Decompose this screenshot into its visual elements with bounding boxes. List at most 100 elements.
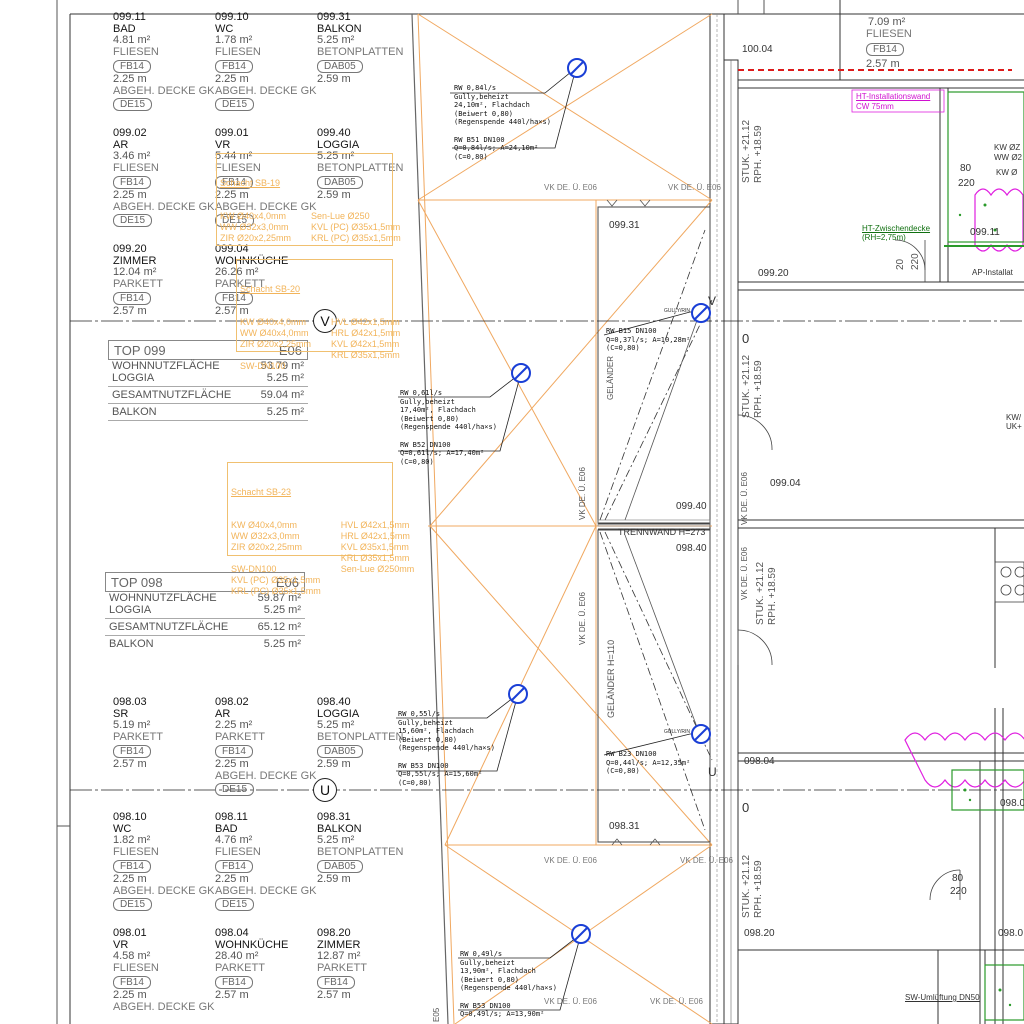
room-floor: FLIESEN bbox=[215, 162, 261, 175]
elevation-label: STUK. +21.12 bbox=[741, 119, 752, 183]
room-height: 2.59 m bbox=[317, 757, 351, 770]
summary-label: LOGGIA bbox=[112, 372, 155, 384]
room-098-01: 098.01 VR 4.58 m² FLIESEN FB14 2.25 m AB… bbox=[113, 927, 214, 1013]
room-tag: 099.40 bbox=[676, 501, 707, 512]
room-height: 2.25 m bbox=[215, 757, 249, 770]
room-number: 099.40 bbox=[317, 127, 351, 139]
room-floor: BETONPLATTEN bbox=[317, 846, 404, 859]
floor-code: DAB05 bbox=[317, 744, 363, 758]
room-ceiling: ABGEH. DECKE GK bbox=[215, 884, 317, 897]
room-099-02: 099.02 AR 3.46 m² FLIESEN FB14 2.25 m AB… bbox=[113, 127, 215, 228]
room-tag: 098.0 bbox=[998, 928, 1024, 939]
room-number: 099.31 bbox=[317, 11, 351, 23]
drain-annotation-b23: RW B23 DN100 Q=0,44l/s; A=12,35m² (C=0,8… bbox=[606, 750, 691, 776]
floor-code: DAB05 bbox=[317, 175, 363, 189]
room-number: 098.40 bbox=[317, 696, 351, 708]
room-number: 099.02 bbox=[113, 127, 147, 139]
room-ceiling: ABGEH. DECKE GK bbox=[215, 200, 317, 213]
ceiling-edge-label: VK DE. Ü. E06 bbox=[650, 997, 703, 1006]
room-area: 5.44 m² bbox=[215, 150, 253, 163]
room-area: 5.19 m² bbox=[113, 719, 151, 732]
floor-code: DAB05 bbox=[317, 859, 363, 873]
room-number: 099.01 bbox=[215, 127, 249, 139]
room-floor: FLIESEN bbox=[113, 962, 159, 975]
axis-marker-v: V bbox=[313, 309, 337, 333]
floor-code: FB14 bbox=[215, 59, 253, 73]
room-name: LOGGIA bbox=[317, 707, 360, 720]
summary-label: BALKON bbox=[112, 406, 157, 418]
summary-value: 65.12 m² bbox=[257, 621, 301, 633]
level-zero-label: 0 bbox=[742, 331, 750, 346]
ceiling-edge-label: VK DE. Ü. E06 bbox=[544, 183, 597, 192]
room-tag: 099.11 bbox=[970, 227, 1000, 238]
ceiling-edge-label: VK DE. Ü. E06 bbox=[544, 856, 597, 865]
apartment-summary-header: TOP 099 E06 bbox=[108, 340, 308, 360]
room-number: 098.10 bbox=[113, 811, 147, 823]
room-floor: PARKETT bbox=[113, 278, 163, 291]
summary-label: WOHNNUTZFLÄCHE bbox=[109, 592, 217, 604]
room-099-01: 099.01 VR 5.44 m² FLIESEN FB14 2.25 m AB… bbox=[215, 127, 317, 228]
room-area: 12.04 m² bbox=[113, 266, 157, 279]
drain-annotation-b51: RW 0,84l/s Gully,beheizt 24,10m², Flachd… bbox=[454, 84, 551, 161]
pipe-label: UK+ bbox=[1006, 422, 1022, 431]
room-area: 5.25 m² bbox=[317, 150, 355, 163]
floor-code: DAB05 bbox=[317, 59, 363, 73]
shaft-specs: KW Ø40x4,0mm WW Ø32x3,0mm ZIR Ø20x2,25mm… bbox=[231, 520, 414, 597]
summary-label: GESAMTNUTZFLÄCHE bbox=[109, 621, 229, 633]
room-tag: 099.20 bbox=[758, 268, 789, 279]
room-number: 098.31 bbox=[317, 811, 351, 823]
ceiling-edge-label-vertical: VK DE. Ü. E06 bbox=[578, 592, 587, 645]
room-area: 5.25 m² bbox=[317, 34, 355, 47]
room-name: WC bbox=[113, 822, 132, 835]
ceiling-edge-label-vertical: VK DE. Ü. E06 bbox=[740, 472, 749, 525]
room-number: 099.11 bbox=[113, 11, 146, 23]
summary-value: 53.79 m² bbox=[260, 360, 304, 372]
room-floor: PARKETT bbox=[113, 731, 163, 744]
summary-value: 5.25 m² bbox=[266, 372, 304, 384]
room-area: 5.25 m² bbox=[317, 834, 355, 847]
room-ceiling: ABGEH. DECKE GK bbox=[113, 200, 215, 213]
ceiling-edge-label: VK DE. Ü. E06 bbox=[680, 856, 733, 865]
shaft-specs: KW Ø40x4,0mm WW Ø32x3,0mm ZIR Ø20x2,25mm… bbox=[220, 211, 401, 244]
installation-wall-sub: CW 75mm bbox=[856, 102, 894, 111]
room-area: 4.76 m² bbox=[215, 834, 253, 847]
dimension-label: 20 bbox=[895, 258, 906, 270]
summary-value: 59.87 m² bbox=[257, 592, 301, 604]
room-number: 098.11 bbox=[215, 811, 248, 823]
room-floor: BETONPLATTEN bbox=[317, 46, 404, 59]
summary-label: LOGGIA bbox=[109, 604, 152, 616]
room-floor: FLIESEN bbox=[113, 46, 159, 59]
room-099-40: 099.40 LOGGIA 5.25 m² BETONPLATTEN DAB05… bbox=[317, 127, 403, 202]
elevation-label: RPH. +18.59 bbox=[753, 125, 764, 183]
dimension-label: 220 bbox=[950, 886, 967, 897]
gully-label: GULLY/RIN bbox=[664, 729, 691, 735]
room-name: AR bbox=[113, 138, 129, 151]
floor-code: FB14 bbox=[113, 975, 151, 989]
summary-divider bbox=[108, 386, 308, 387]
room-name: SR bbox=[113, 707, 129, 720]
room-height: 2.57 m bbox=[317, 988, 351, 1001]
pipe-label: KW/ bbox=[1006, 413, 1022, 422]
elevation-label: RPH. +18.59 bbox=[753, 360, 764, 418]
room-height: 2.25 m bbox=[113, 872, 147, 885]
room-name: BALKON bbox=[317, 22, 362, 35]
ceiling-code: DE15 bbox=[215, 214, 255, 228]
room-098-11: 098.11 BAD 4.76 m² FLIESEN FB14 2.25 m A… bbox=[215, 811, 317, 912]
floor-code: FB14 bbox=[215, 291, 253, 305]
room-098-40: 098.40 LOGGIA 5.25 m² BETONPLATTEN DAB05… bbox=[317, 696, 403, 771]
room-number: 099.04 bbox=[215, 243, 249, 255]
summary-row: LOGGIA 5.25 m² bbox=[108, 372, 308, 384]
roof-drain-icon bbox=[511, 363, 531, 383]
room-number: 098.04 bbox=[215, 927, 249, 939]
room-099-11: 099.11 BAD 4.81 m² FLIESEN FB14 2.25 m A… bbox=[113, 11, 214, 112]
summary-value: 5.25 m² bbox=[266, 406, 304, 418]
room-area: 4.58 m² bbox=[113, 950, 151, 963]
apartment-level: E06 bbox=[278, 342, 302, 358]
room-area: 2.25 m² bbox=[215, 719, 253, 732]
ventilation-label: SW-Umlüftung DN50 bbox=[905, 993, 980, 1002]
drain-annotation-b53b: RW 0,49l/s Gully,beheizt 13,90m², Flachd… bbox=[460, 950, 557, 1019]
level-zero-label: 0 bbox=[742, 800, 750, 815]
summary-divider bbox=[105, 618, 305, 619]
